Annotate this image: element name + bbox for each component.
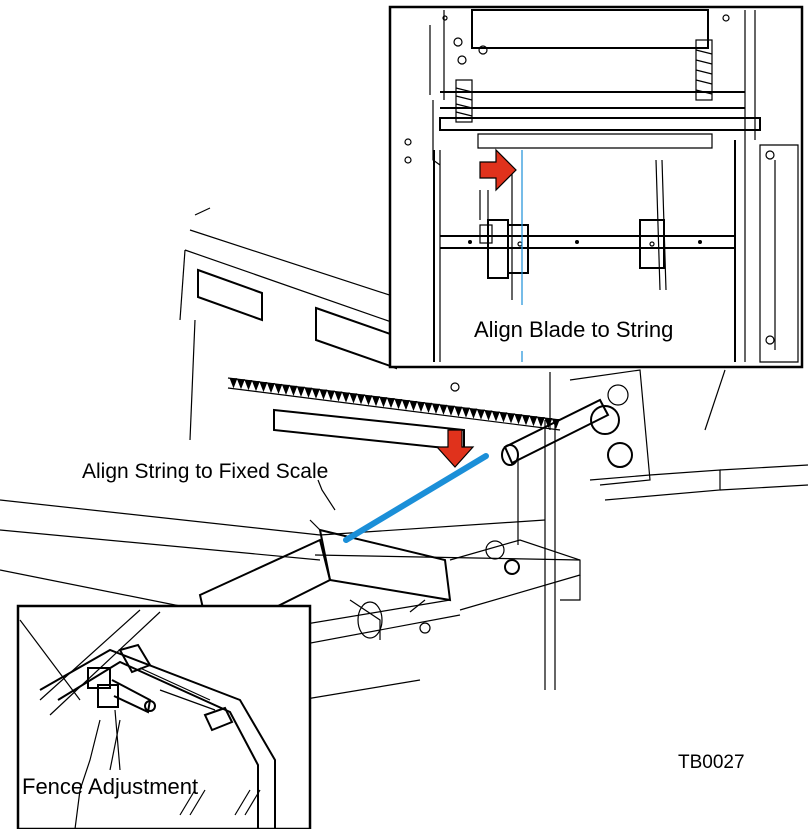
red-arrow-down (435, 429, 475, 468)
machine-drawing (0, 207, 808, 701)
inset-fence-adjustment: Fence Adjustment (16, 604, 312, 829)
inset-blade-alignment: Align Blade to String (388, 5, 804, 369)
main-caption: Align String to Fixed Scale (82, 460, 328, 483)
inset-bottom-label: Fence Adjustment (22, 774, 198, 799)
alignment-string (343, 453, 489, 543)
fixed-scale-teeth (229, 378, 560, 430)
red-arrow-right (479, 148, 517, 192)
figure-code: TB0027 (678, 752, 745, 773)
inset-top-label: Align Blade to String (474, 317, 673, 342)
